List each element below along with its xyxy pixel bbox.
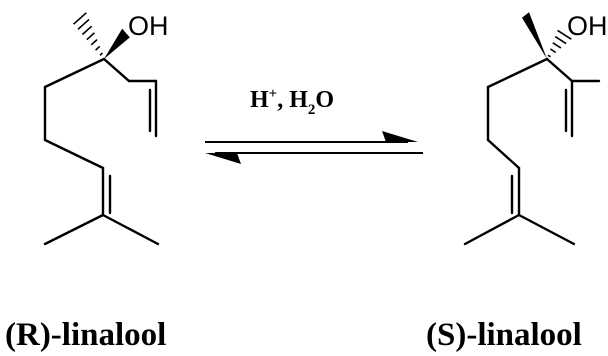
s-linalool-name: (S)-linalool (426, 317, 582, 353)
s-linalool-bond-c3-c4 (486, 57, 549, 89)
r-linalool-name: (R)-linalool (5, 317, 166, 353)
s-linalool-bond-c7-methyl-b (517, 213, 576, 246)
reverse-arrow-head (205, 153, 241, 164)
r-linalool-bond-c7-methyl-b (101, 213, 160, 246)
r-linalool-structure: OH (43, 11, 169, 246)
r-linalool-bond-c5-c6 (43, 138, 105, 170)
r-linalool-oh-label: OH (128, 11, 169, 41)
s-linalool-oh-label: OH (567, 11, 608, 41)
s-linalool-bond-c7-methyl-a (463, 213, 521, 246)
reaction-conditions: H+, H2O (250, 86, 334, 118)
water-subscript: 2 (308, 102, 316, 118)
r-linalool-wedge-oh-bond (104, 28, 130, 59)
equilibrium-arrows (205, 131, 423, 164)
s-linalool-bond-c3-c2 (545, 57, 574, 83)
s-linalool-wedge-methyl-bond (522, 12, 547, 60)
water-h: H (289, 87, 308, 113)
s-linalool-structure: OH (463, 11, 608, 246)
water-o: O (315, 87, 334, 113)
r-linalool-bond-c3-c2 (102, 57, 131, 83)
r-linalool-bond-c3-c4 (43, 57, 106, 89)
reagent-h: H (250, 87, 269, 113)
reagent-separator: , (277, 87, 289, 113)
s-linalool-hashed-oh-bond (547, 29, 572, 58)
r-linalool-bond-c7-methyl-a (43, 213, 105, 246)
r-linalool-hashed-methyl-bond (73, 12, 104, 56)
forward-arrow-head (382, 131, 418, 142)
s-linalool-bond-c5-c6 (486, 138, 521, 170)
reagent-charge: + (269, 86, 278, 102)
